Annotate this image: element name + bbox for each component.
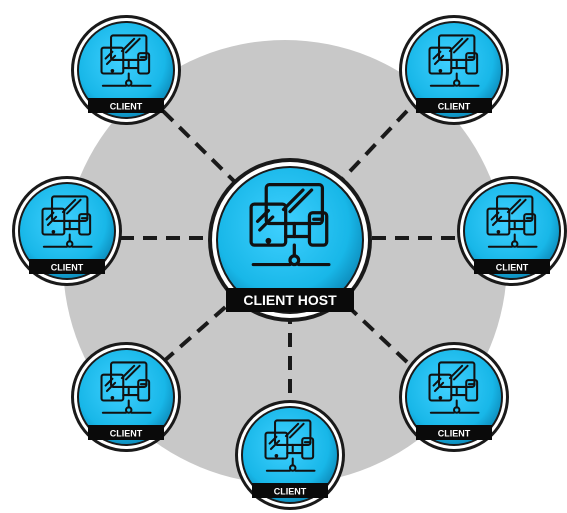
client-face — [405, 21, 503, 119]
client-label-band — [416, 98, 492, 113]
client-node: CLIENT — [457, 176, 567, 286]
connector-line — [161, 109, 240, 187]
client-label: CLIENT — [51, 263, 84, 273]
client-label: CLIENT — [110, 429, 143, 439]
client-nodes: CLIENT CLIENT CLIENT CLIENT CLIENT CLIENT CLIE… — [12, 15, 567, 510]
client-label: CLIENT — [438, 429, 471, 439]
client-face — [405, 348, 503, 446]
client-label-band — [416, 425, 492, 440]
client-label-band — [88, 425, 164, 440]
client-label-band — [474, 259, 550, 274]
client-node: CLIENT — [12, 176, 122, 286]
client-host-node: CLIENT HOST — [208, 158, 372, 322]
client-node: CLIENT — [235, 400, 345, 510]
client-node: CLIENT — [71, 342, 181, 452]
client-node: CLIENT — [71, 15, 181, 125]
client-face — [77, 348, 175, 446]
host-label: CLIENT HOST — [243, 292, 337, 308]
client-node: CLIENT — [399, 342, 509, 452]
client-label: CLIENT — [438, 102, 471, 112]
client-label-band — [88, 98, 164, 113]
connector-line — [335, 109, 409, 187]
client-label: CLIENT — [274, 487, 307, 497]
connector-line — [161, 294, 240, 364]
client-label: CLIENT — [110, 102, 143, 112]
client-face — [241, 406, 339, 504]
client-face — [77, 21, 175, 119]
host-label-band — [226, 288, 354, 312]
client-face — [18, 182, 116, 280]
client-label-band — [252, 483, 328, 498]
client-face — [463, 182, 561, 280]
client-label: CLIENT — [496, 263, 529, 273]
client-node: CLIENT — [399, 15, 509, 125]
client-label-band — [29, 259, 105, 274]
